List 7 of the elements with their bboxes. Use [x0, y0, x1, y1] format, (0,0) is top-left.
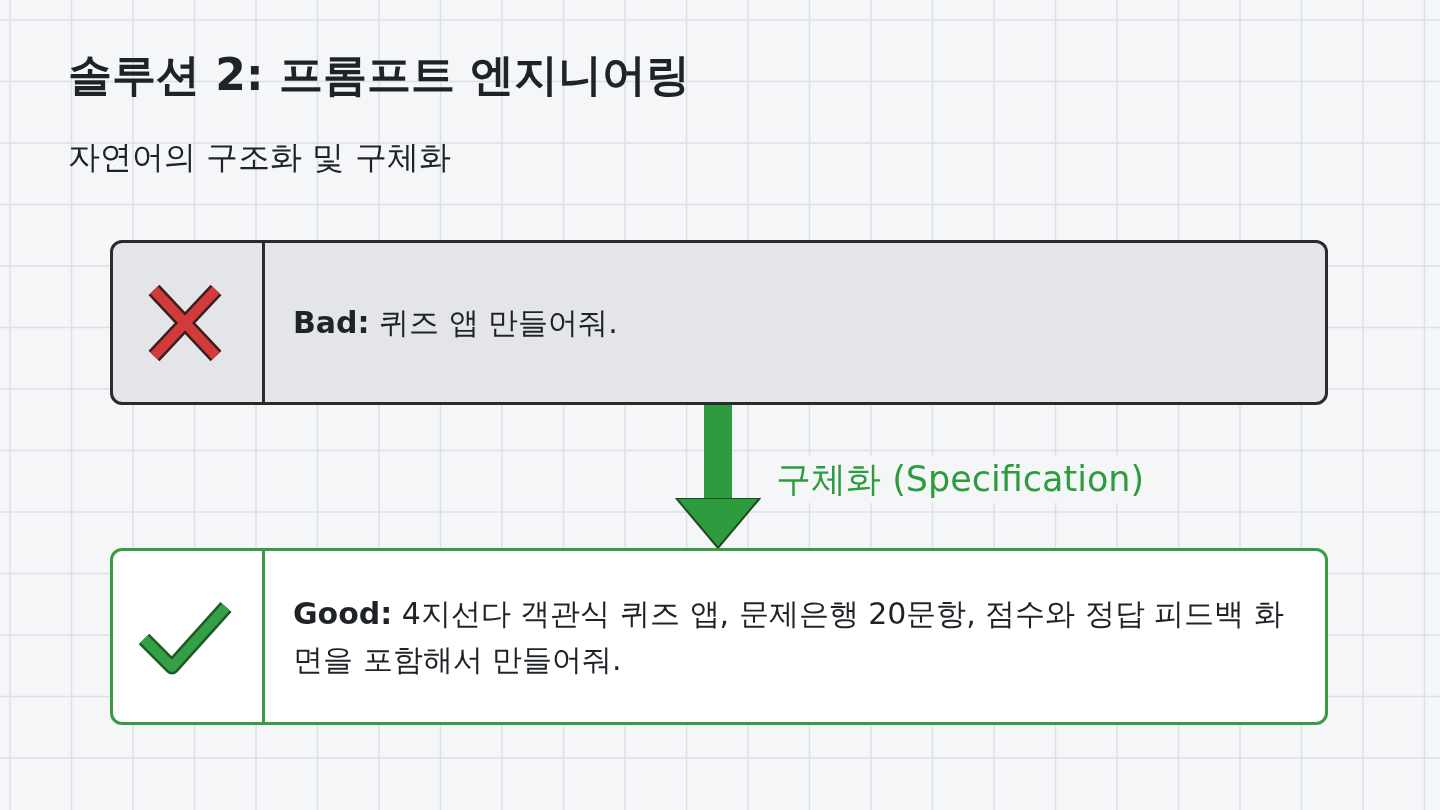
- card-text: Good: 4지선다 객관식 퀴즈 앱, 문제은행 20문항, 점수와 정답 피드백 화면을 포함해서 만들어줘.: [293, 594, 1286, 679]
- title: 솔루션 2: 프롬프트 엔지니어링: [68, 48, 691, 102]
- card: [110, 548, 1328, 725]
- subtitle: 자연어의 구조화 및 구체화: [68, 137, 451, 178]
- arrow: [675, 405, 761, 549]
- card: [110, 240, 1328, 405]
- card-text: Bad: 퀴즈 앱 만들어줘.: [293, 303, 619, 342]
